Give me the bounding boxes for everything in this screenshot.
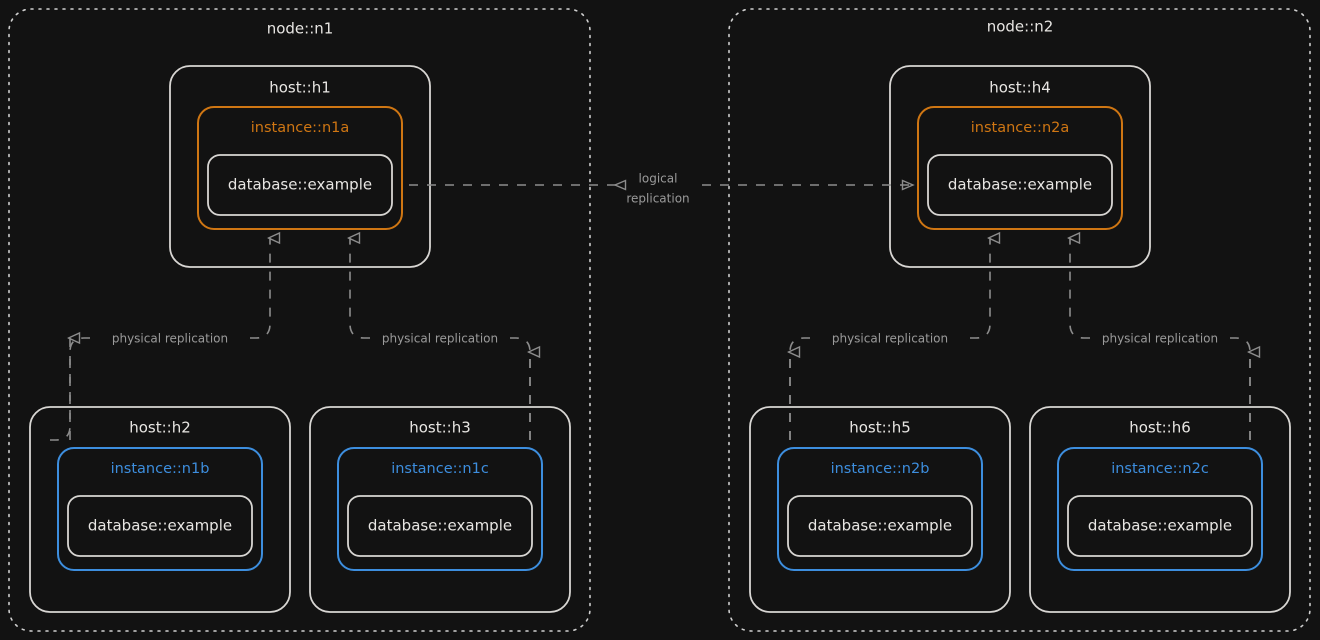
physical-replication-n1c-arc-right [510, 337, 531, 440]
host-h6-border [1029, 406, 1291, 613]
instance-n2b-border [777, 447, 983, 571]
instance-container-n2a[interactable]: instance::n2a [917, 106, 1123, 230]
database-container-n2a[interactable]: database::example [927, 154, 1113, 216]
edge-physical-replication-n2b[interactable]: physical replication [790, 238, 990, 440]
instance-n2b-label: instance::n2b [831, 461, 930, 477]
node-n1-label: node::n1 [267, 20, 334, 38]
instance-container-n1c[interactable]: instance::n1c [337, 447, 543, 571]
node-container-n1[interactable]: node::n1 [8, 8, 591, 632]
instance-container-n2b[interactable]: instance::n2b [777, 447, 983, 571]
instance-n1a-border [197, 106, 403, 230]
host-h4-border [889, 65, 1151, 268]
database-container-n1a[interactable]: database::example [207, 154, 393, 216]
logical-replication-label-line1: logical [639, 172, 678, 186]
database-n1a-border [207, 154, 393, 216]
physical-replication-n2c-arc-left [1070, 238, 1090, 339]
instance-container-n1a[interactable]: instance::n1a [197, 106, 403, 230]
instance-n1b-border [57, 447, 263, 571]
physical-replication-n2c-arc-right [1230, 337, 1251, 440]
edge-physical-replication-n2c[interactable]: physical replication [1070, 238, 1250, 440]
host-container-h4[interactable]: host::h4 [889, 65, 1151, 268]
instance-container-n2c[interactable]: instance::n2c [1057, 447, 1263, 571]
edge-logical-replication[interactable]: logical replication [408, 172, 915, 206]
database-n1a-label: database::example [228, 176, 372, 194]
host-h3-border [309, 406, 571, 613]
edge-physical-replication-n1b[interactable]: physical replication [50, 238, 270, 441]
host-h5-border [749, 406, 1011, 613]
physical-replication-n1b-down-segment [50, 338, 70, 441]
instance-n1c-border [337, 447, 543, 571]
physical-replication-n1b-arc-right [250, 238, 270, 339]
database-n1c-label: database::example [368, 517, 512, 535]
database-n1c-border [347, 495, 533, 557]
host-container-h3[interactable]: host::h3 [309, 406, 571, 613]
host-h1-border [169, 65, 431, 268]
database-n1b-label: database::example [88, 517, 232, 535]
host-container-h6[interactable]: host::h6 [1029, 406, 1291, 613]
database-n2b-label: database::example [808, 517, 952, 535]
logical-replication-label-line2: replication [626, 192, 689, 206]
instance-n1c-label: instance::n1c [391, 461, 489, 477]
physical-replication-n2b-arc-right [970, 238, 990, 339]
physical-replication-n1b-label: physical replication [112, 332, 228, 346]
instance-n2a-border [917, 106, 1123, 230]
node-n2-label: node::n2 [987, 18, 1054, 36]
database-n2a-label: database::example [948, 176, 1092, 194]
physical-replication-n2b-arc-left [789, 337, 810, 440]
physical-replication-n1c-label: physical replication [382, 332, 498, 346]
instance-n2c-label: instance::n2c [1111, 461, 1209, 477]
physical-replication-n1b-arc-left [69, 337, 90, 440]
physical-replication-n2c-label: physical replication [1102, 332, 1218, 346]
database-container-n1b[interactable]: database::example [67, 495, 253, 557]
host-h2-border [29, 406, 291, 613]
database-n2c-label: database::example [1088, 517, 1232, 535]
database-container-n1c[interactable]: database::example [347, 495, 533, 557]
host-container-h5[interactable]: host::h5 [749, 406, 1011, 613]
instance-n2c-border [1057, 447, 1263, 571]
physical-replication-n1c-arc-left [350, 238, 370, 339]
host-h1-label: host::h1 [269, 79, 331, 97]
database-n2b-border [787, 495, 973, 557]
host-h6-label: host::h6 [1129, 419, 1191, 437]
instance-n2a-label: instance::n2a [971, 120, 1070, 136]
physical-replication-n2b-label: physical replication [832, 332, 948, 346]
host-h4-label: host::h4 [989, 79, 1051, 97]
instance-n1a-label: instance::n1a [251, 120, 350, 136]
node-container-n2[interactable]: node::n2 [728, 8, 1311, 632]
host-container-h1[interactable]: host::h1 [169, 65, 431, 268]
host-h2-label: host::h2 [129, 419, 191, 437]
host-h5-label: host::h5 [849, 419, 911, 437]
host-container-h2[interactable]: host::h2 [29, 406, 291, 613]
instance-container-n1b[interactable]: instance::n1b [57, 447, 263, 571]
edge-physical-replication-n1c[interactable]: physical replication [350, 238, 530, 440]
database-n1b-border [67, 495, 253, 557]
database-container-n2b[interactable]: database::example [787, 495, 973, 557]
database-container-n2c[interactable]: database::example [1067, 495, 1253, 557]
database-n2a-border [927, 154, 1113, 216]
instance-n1b-label: instance::n1b [111, 461, 210, 477]
host-h3-label: host::h3 [409, 419, 471, 437]
database-n2c-border [1067, 495, 1253, 557]
